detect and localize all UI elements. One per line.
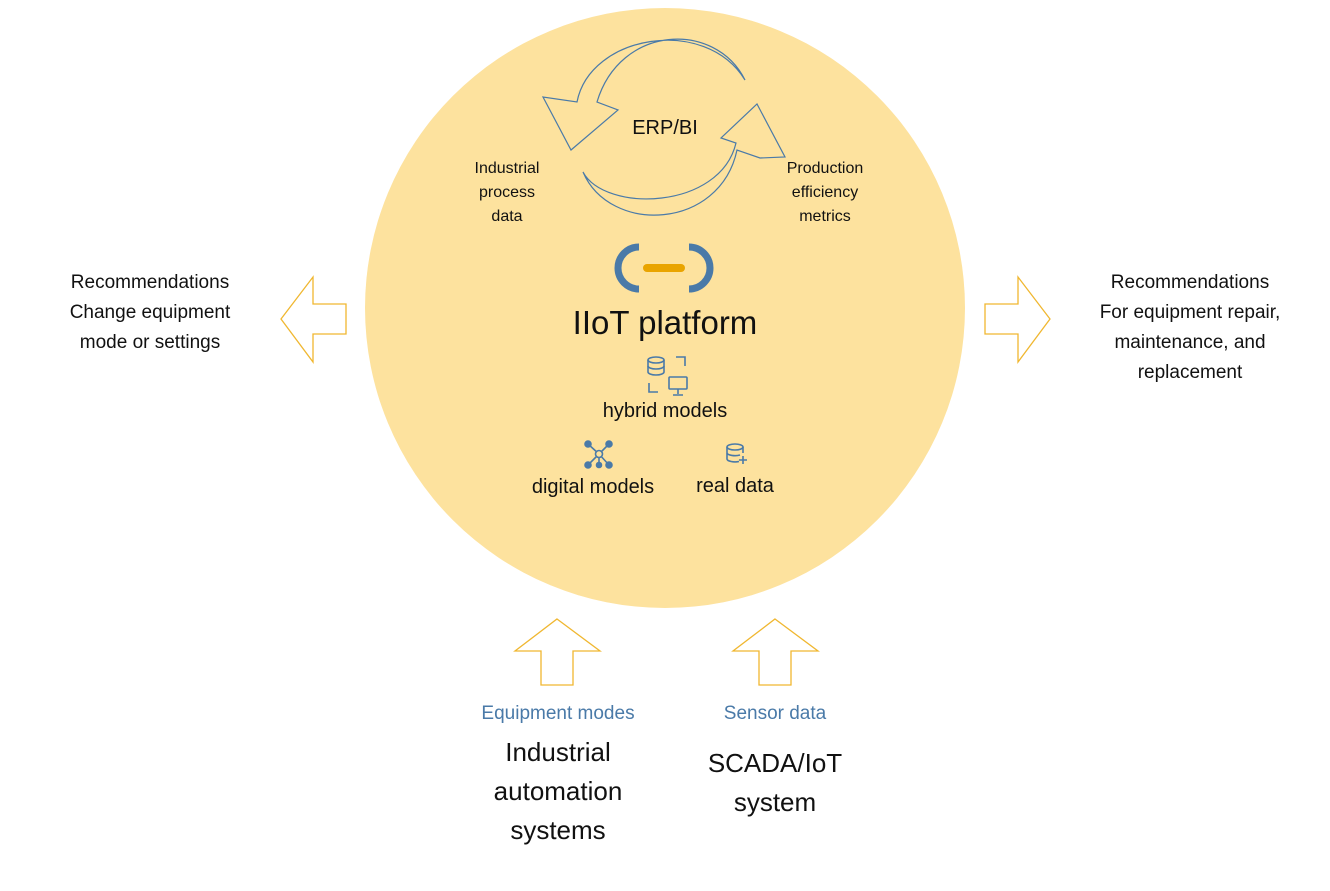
production-efficiency-line: efficiency — [791, 184, 859, 201]
left-output-arrow-icon — [280, 275, 347, 364]
equipment-modes-input-arrow-icon — [513, 618, 602, 686]
industrial-automation-line: automation — [493, 776, 623, 806]
left-recommendations-line: Recommendations — [70, 272, 230, 293]
production-efficiency-metrics-label: Production efficiency metrics — [760, 157, 890, 229]
digital-models-label: digital models — [531, 476, 655, 498]
production-efficiency-line: Production — [786, 160, 864, 177]
cycle-arrow-upper — [541, 38, 746, 151]
industrial-automation-line: Industrial — [505, 737, 611, 767]
left-recommendations: Recommendations Change equipment mode or… — [25, 268, 275, 358]
iiot-platform-circle — [365, 8, 965, 608]
right-recommendations: Recommendations For equipment repair, ma… — [1060, 268, 1320, 388]
industrial-process-data-line: Industrial — [474, 160, 540, 177]
right-recommendations-line: Recommendations — [1110, 272, 1270, 293]
chain-link-icon — [614, 243, 714, 293]
right-recommendations-line: For equipment repair, — [1099, 302, 1281, 323]
left-recommendations-line: mode or settings — [79, 332, 221, 353]
iiot-platform-title: IIoT platform — [572, 304, 758, 341]
scada-iot-system: SCADA/IoT system — [665, 744, 885, 822]
right-recommendations-line: replacement — [1137, 362, 1243, 383]
real-data-label: real data — [696, 475, 774, 497]
industrial-process-data-line: process — [478, 184, 536, 201]
network-nodes-icon — [584, 440, 613, 469]
production-efficiency-line: metrics — [799, 208, 851, 225]
scada-iot-line: system — [733, 787, 817, 817]
right-output-arrow-icon — [984, 275, 1051, 364]
equipment-modes-caption: Equipment modes — [481, 703, 635, 724]
cycle-arrow-lower — [582, 103, 786, 216]
erp-bi-label: ERP/BI — [632, 117, 698, 139]
industrial-process-data-line: data — [491, 208, 523, 225]
industrial-automation-line: systems — [510, 815, 606, 845]
industrial-process-data-label: Industrial process data — [447, 157, 567, 229]
industrial-automation-systems: Industrial automation systems — [437, 733, 679, 850]
left-recommendations-line: Change equipment — [69, 302, 231, 323]
sensor-data-input-arrow-icon — [731, 618, 820, 686]
database-monitor-icon — [647, 356, 688, 396]
hybrid-models-label: hybrid models — [602, 400, 728, 422]
right-recommendations-line: maintenance, and — [1114, 332, 1266, 353]
scada-iot-line: SCADA/IoT — [707, 748, 843, 778]
database-plus-icon — [726, 443, 747, 464]
sensor-data-caption: Sensor data — [723, 703, 827, 724]
